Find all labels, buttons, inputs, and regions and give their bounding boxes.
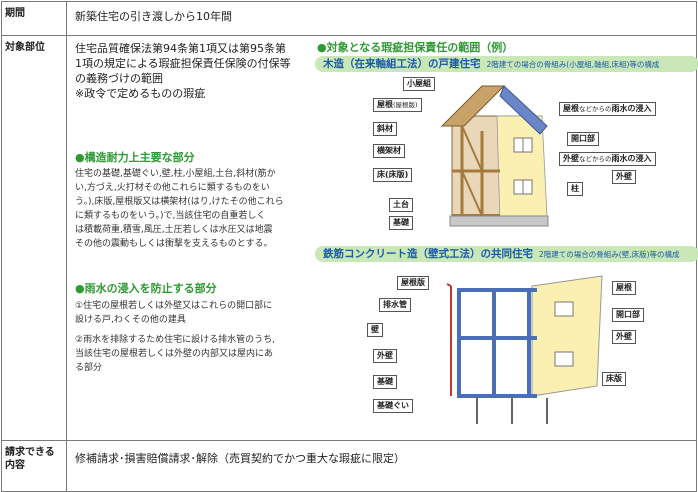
structural-line-4: に類するものをいう。)で,当該住宅の自重若しく [75, 211, 266, 221]
water-item2-line-3: る部分 [75, 363, 103, 373]
rc-band-sub: 2階建ての場合の骨組み(壁,床版)等の構成 [539, 250, 680, 259]
label-kiso: 基礎 [389, 216, 413, 230]
wood-band: 木造（在来軸組工法）の戸建住宅 2階建ての場合の骨組み(小屋組,軸組,床組)等の構… [315, 56, 698, 72]
row-period: 期間 新築住宅の引き渡しから10年間 [1, 1, 697, 36]
wood-house-illustration [440, 85, 549, 227]
period-value: 新築住宅の引き渡しから10年間 [66, 1, 697, 36]
water-item1-line-1: ①住宅の屋根若しくは外壁又はこれらの開口部に [75, 301, 273, 311]
label-shouban: 床版 [602, 372, 626, 386]
target-content: 住宅品質確保法第94条第1項又は第95条第 1項の規定による瑕疵担保責任保険の付… [67, 36, 698, 430]
label-yaneban: 屋根版 [397, 276, 429, 290]
intro-line-2: 1項の規定による瑕疵担保責任保険の付保等 [75, 57, 291, 70]
structural-line-1: 住宅の基礎,基礎ぐい,壁,柱,小屋組,土台,斜材(筋か [75, 169, 276, 179]
label-haisuikan: 排水管 [379, 298, 411, 312]
rc-building-illustration [446, 275, 603, 424]
label-rc-kaikoubu: 開口部 [612, 308, 644, 322]
water-item1-line-2: 設ける戸,わくその他の建具 [75, 315, 186, 325]
label-okogazai: 横架材 [373, 144, 405, 158]
rc-band: 鉄筋コンクリート造（壁式工法）の共同住宅 2階建ての場合の骨組み(壁,床版)等の構… [315, 246, 698, 262]
label-kaikoubu: 開口部 [567, 132, 599, 146]
intro-note: ※政令で定めるものの瑕疵 [75, 87, 206, 100]
wood-band-title: 木造（在来軸組工法）の戸建住宅 [323, 58, 481, 70]
water-heading: ●雨水の浸入を防止する部分 [75, 282, 217, 295]
label-yane-rain: 屋根などからの雨水の浸入 [559, 102, 656, 116]
rc-band-title: 鉄筋コンクリート造（壁式工法）の共同住宅 [323, 248, 533, 260]
label-gaiheki: 外壁 [612, 170, 636, 184]
label-kabe: 壁 [367, 323, 383, 337]
water-item2-line-2: 当該住宅の屋根若しくは外壁の内部又は屋内にあ [75, 349, 274, 359]
row-target: 対象部位 住宅品質確保法第94条第1項又は第95条第 1項の規定による瑕疵担保責… [1, 35, 698, 441]
label-rc-kiso: 基礎 [373, 375, 397, 389]
target-header: 対象部位 [1, 35, 67, 441]
diagram-title: ●対象となる瑕疵担保責任の範囲（例） [317, 41, 514, 54]
water-item2-line-1: ②雨水を排除するため住宅に設ける排水管のうち, [75, 335, 275, 345]
label-hashira: 柱 [567, 182, 583, 196]
claim-header: 請求できる内容 [1, 440, 67, 492]
label-shazai: 斜材 [373, 122, 397, 136]
structural-heading: ●構造耐力上主要な部分 [75, 151, 195, 164]
claim-value: 修補請求･損害賠償請求･解除（売買契約でかつ重大な瑕疵に限定） [66, 440, 697, 492]
label-koyagumi: 小屋組 [403, 77, 435, 91]
label-dodai: 土台 [389, 198, 413, 212]
structural-line-2: い,方づえ,火打材その他これらに類するものをい [75, 183, 270, 193]
row-claim: 請求できる内容 修補請求･損害賠償請求･解除（売買契約でかつ重大な瑕疵に限定） [1, 440, 697, 492]
label-gaiheki-rain: 外壁などからの雨水の浸入 [559, 152, 656, 166]
period-header: 期間 [1, 1, 67, 36]
label-rc-gaiheki: 外壁 [373, 349, 397, 363]
label-rc-gaiheki-r: 外壁 [612, 330, 636, 344]
label-yuka: 床(床版) [373, 168, 413, 182]
structural-line-6: その他の震動もしくは衝撃を支えるものとする。 [75, 239, 273, 249]
label-rc-yane: 屋根 [612, 281, 636, 295]
label-yane: 屋根(屋根版) [373, 98, 422, 112]
intro-line-3: の義務づけの範囲 [75, 72, 163, 85]
structural-line-5: は積載荷重,積雪,風圧,土圧若しくは水圧又は地震 [75, 225, 273, 235]
label-kisogui: 基礎ぐい [373, 399, 413, 413]
wood-band-sub: 2階建ての場合の骨組み(小屋組,軸組,床組)等の構成 [486, 60, 660, 69]
intro-line-1: 住宅品質確保法第94条第1項又は第95条第 [75, 42, 286, 55]
structural-line-3: う。),床版,屋根版又は横架材(はり,けたその他これら [75, 197, 284, 207]
